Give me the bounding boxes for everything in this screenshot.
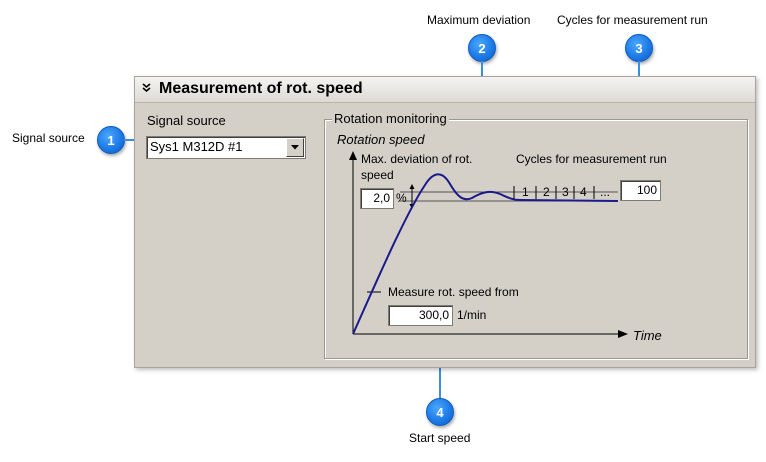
double-chevron-down-icon[interactable] — [142, 83, 151, 94]
panel-title: Measurement of rot. speed — [159, 80, 363, 97]
panel-header[interactable]: Measurement of rot. speed — [135, 77, 755, 103]
max-deviation-label: Max. deviation of rot. speed — [361, 152, 473, 182]
callout-label-cycles: Cycles for measurement run — [557, 13, 708, 27]
cycles-input[interactable]: 100 — [620, 180, 661, 201]
max-deviation-input[interactable]: 2,0 — [360, 188, 394, 209]
rotation-monitoring-group-label: Rotation monitoring — [332, 111, 449, 126]
start-speed-label: Measure rot. speed from — [388, 285, 519, 299]
signal-source-select[interactable]: Sys1 M312D #1 — [146, 136, 306, 159]
callout-badge-2: 2 — [468, 34, 496, 62]
dropdown-arrow-icon[interactable] — [286, 138, 304, 157]
y-axis-label: Rotation speed — [337, 132, 425, 147]
signal-source-selected-value: Sys1 M312D #1 — [150, 139, 243, 154]
callout-label-start-speed: Start speed — [409, 431, 471, 445]
cycle-mark-3: 3 — [562, 185, 569, 199]
callout-label-maximum-deviation: Maximum deviation — [427, 13, 531, 27]
callout-badge-1: 1 — [97, 126, 125, 154]
max-deviation-unit: % — [396, 191, 407, 205]
start-speed-unit: 1/min — [457, 308, 487, 322]
cycle-mark-4: 4 — [580, 185, 587, 199]
start-speed-input[interactable]: 300,0 — [388, 305, 453, 326]
callout-badge-4: 4 — [426, 398, 454, 426]
callout-badge-3: 3 — [625, 34, 653, 62]
signal-source-group-label: Signal source — [147, 113, 226, 128]
x-axis-label: Time — [633, 328, 662, 343]
rotation-monitoring-group — [324, 119, 748, 359]
cycle-mark-2: 2 — [543, 185, 550, 199]
cycles-label: Cycles for measurement run — [516, 152, 667, 166]
callout-label-signal-source: Signal source — [12, 131, 85, 145]
cycle-mark-ellipsis: ... — [600, 185, 611, 199]
cycle-mark-1: 1 — [522, 185, 529, 199]
